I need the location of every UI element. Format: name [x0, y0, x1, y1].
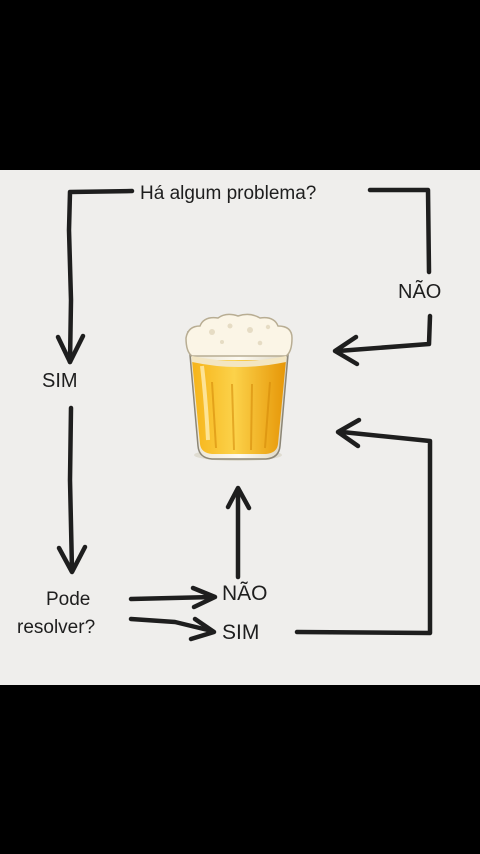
arrowhead-sim-to-beer — [335, 417, 362, 449]
flow-line-question-to-sim — [66, 188, 135, 365]
can-solve-label-line1: Pode — [46, 589, 91, 610]
answer-yes-label: SIM — [222, 621, 260, 644]
flow-line-sim-around-to-beer — [294, 429, 433, 636]
yes-branch-label-left: SIM — [42, 370, 78, 392]
arrowhead-pode-to-sim — [188, 616, 217, 642]
flow-line-sim-to-pode — [67, 405, 75, 573]
answer-no-label: NÃO — [222, 582, 268, 605]
flow-line-nao-to-beer — [335, 313, 433, 354]
flow-line-pode-to-sim — [128, 616, 215, 634]
can-solve-label-line2: resolver? — [17, 617, 96, 638]
arrowhead-to-sim — [55, 333, 86, 365]
question-label: Há algum problema? — [140, 183, 317, 204]
no-branch-label-top: NÃO — [398, 281, 442, 303]
beer-glass-icon — [185, 313, 293, 461]
flow-line-pode-to-nao — [128, 594, 216, 602]
arrowhead-up-to-beer — [225, 485, 252, 511]
flow-line-question-to-nao — [367, 187, 432, 275]
arrowhead-to-pode — [56, 544, 88, 575]
arrowhead-nao-to-beer — [332, 334, 360, 367]
arrowhead-pode-to-nao — [190, 585, 218, 610]
